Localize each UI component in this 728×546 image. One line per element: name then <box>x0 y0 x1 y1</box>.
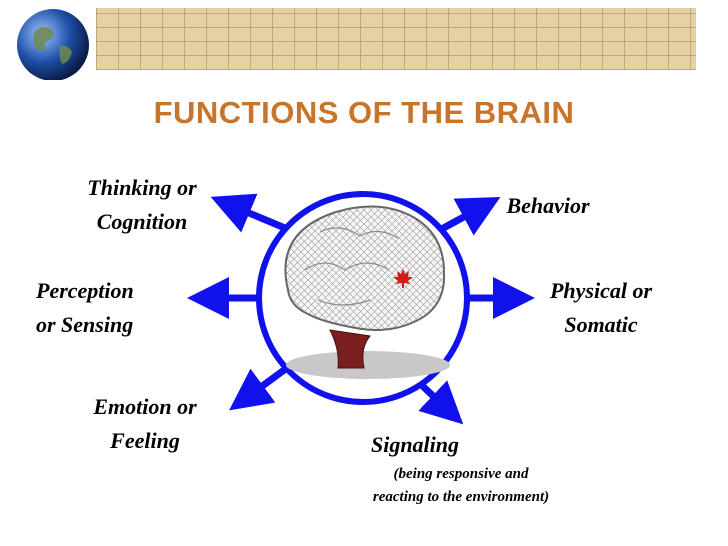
label-signaling: Signaling <box>350 428 480 462</box>
brain-image <box>284 205 450 379</box>
thinking-line2: Cognition <box>96 209 188 234</box>
signaling-description: (being responsive and reacting to the en… <box>326 463 596 509</box>
map-banner <box>0 0 728 80</box>
perception-line2: or Sensing <box>36 312 134 337</box>
thinking-line1: Thinking or <box>87 175 197 200</box>
label-emotion: Emotion or Feeling <box>70 390 220 458</box>
emotion-line1: Emotion or <box>93 394 197 419</box>
label-thinking: Thinking or Cognition <box>64 171 220 239</box>
label-behavior: Behavior <box>484 189 612 223</box>
physical-line2: Somatic <box>564 312 638 337</box>
arrow-behavior <box>436 196 501 236</box>
signaling-line3: reacting to the environment) <box>372 489 550 505</box>
arrow-emotion <box>229 362 294 411</box>
arrow-thinking <box>210 193 294 235</box>
maple-leaf-icon <box>393 269 413 288</box>
emotion-line2: Feeling <box>110 428 180 453</box>
globe-icon <box>17 9 89 80</box>
physical-line1: Physical or <box>549 278 653 303</box>
label-perception: Perception or Sensing <box>36 274 186 342</box>
page-title: FUNCTIONS OF THE BRAIN <box>153 95 575 130</box>
signaling-line1: Signaling <box>370 432 460 457</box>
world-map-strip <box>96 8 696 70</box>
behavior-line1: Behavior <box>506 193 590 218</box>
label-physical: Physical or Somatic <box>528 274 674 342</box>
perception-line1: Perception <box>36 278 134 303</box>
signaling-line2: (being responsive and <box>393 466 529 482</box>
